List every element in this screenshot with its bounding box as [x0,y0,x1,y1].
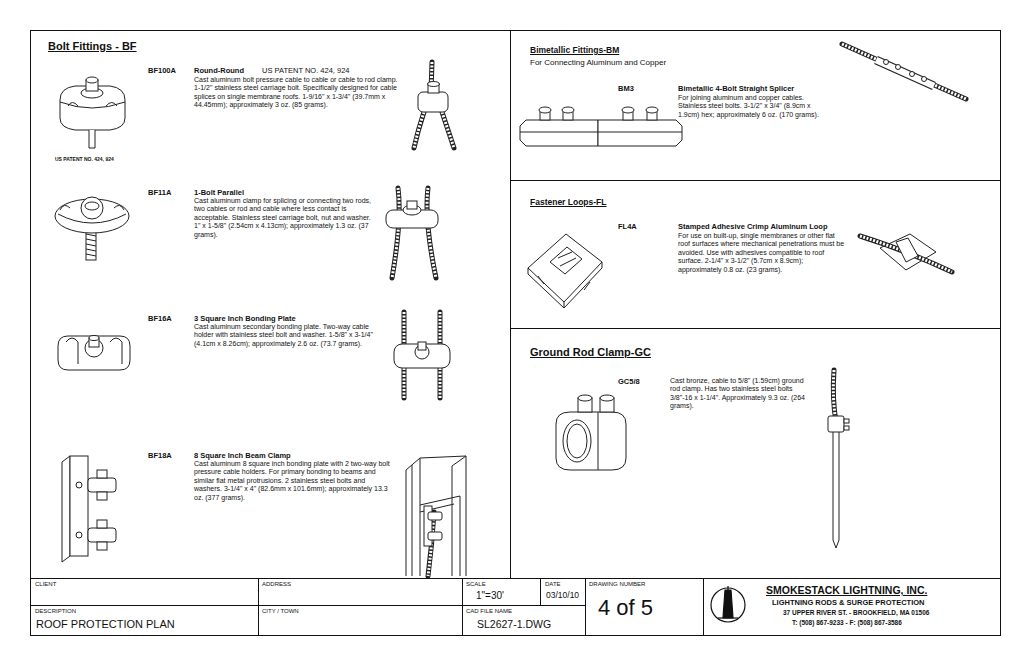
section-heading: Bimetallic Fittings-BM [530,45,619,55]
part-title: 3 Square Inch Bonding Plate [194,314,296,323]
part-number: FL4A [618,222,637,231]
bimetallic-panel: Bimetallic Fittings-BM For Connecting Alu… [510,30,1001,181]
part-title: Bimetallic 4-Bolt Straight Splicer [678,84,794,93]
gc58-clamp [556,395,626,470]
title-block-cell: DESCRIPTION ROOF PROTECTION PLAN [30,605,259,636]
company-phone: T: (508) 867-9233 - F: (508) 867-3586 [792,619,902,627]
scale-value: 1"=30' [476,590,504,602]
i-beam [406,456,466,576]
part-number: GC5/8 [618,377,640,386]
company-address: 37 UPPER RIVER ST. - BROOKFIELD, MA 0150… [783,609,929,617]
field-label: DESCRIPTION [35,608,76,615]
part-title: 8 Square Inch Beam Clamp [194,451,291,460]
bm3-installed [842,44,966,99]
fl4a-installed [860,234,952,272]
part-description: Cast aluminum 8 square inch bonding plat… [194,460,394,502]
sheet-number: 4 of 5 [598,595,653,621]
company-name: SMOKESTACK LIGHTNING, INC. [766,584,927,597]
company-tagline: LIGHTNING RODS & SURGE PROTECTION [772,598,925,607]
part-description: Cast bronze, cable to 5/8" (1.59cm) grou… [670,377,810,411]
bm3-splicer [520,107,682,146]
part-title: Round-Round [194,66,244,75]
title-block-cell: DATE 03/10/10 [540,578,586,606]
company-logo [711,586,745,622]
gc58-installed [828,370,849,548]
title-block-cell: CLIENT [30,578,259,606]
field-label: DRAWING NUMBER [589,581,645,588]
part-description: Cast aluminum bolt pressure cable to cab… [194,76,399,110]
ground-rod-clamp-panel: Ground Rod Clamp-GC GC5/8 Cast bronze, cab… [510,328,1001,579]
field-label: DATE [545,581,561,588]
bf16a-installed [394,312,450,398]
part-number: BF16A [148,314,172,323]
part-description: Cast aluminum secondary bonding plate. T… [194,323,374,348]
patent-note: US PATENT NO. 424, 924 [55,156,114,162]
section-heading: Ground Rod Clamp-GC [530,346,651,359]
title-block-cell: DRAWING NUMBER 4 of 5 [585,578,704,636]
date-value: 03/10/10 [546,590,579,600]
bf18a-installed [424,506,442,576]
field-label: ADDRESS [262,581,291,588]
part-title: 1-Bolt Parallel [194,188,244,197]
field-label: CLIENT [35,581,56,588]
part-number: BF18A [148,451,172,460]
part-description: For joining aluminum and copper cables. … [678,94,833,119]
company-cell: SMOKESTACK LIGHTNING, INC.LIGHTNING RODS… [703,578,1001,636]
bolt-fittings-panel: Bolt Fittings - BF BF100A Round-Round US PA… [30,30,511,579]
field-label: CAD FILE NAME [466,608,512,615]
bf100a-clamp [60,77,125,148]
section-heading: Fastener Loops-FL [530,197,607,207]
part-description: Cast aluminum clamp for splicing or conn… [194,197,374,239]
description-value: ROOF PROTECTION PLAN [36,618,175,631]
title-block-cell: ADDRESS [258,578,463,606]
file-name-value: SL2627-1.DWG [477,618,551,631]
patent-note: US PATENT NO. 424, 924 [262,66,350,75]
fl4a-loop [528,234,602,308]
title-block-cell: CITY / TOWN [258,605,463,636]
part-number: BF100A [148,66,176,75]
bf11a-installed [386,188,438,278]
fastener-loops-panel: Fastener Loops-FL FL4A Stamped Adhesive Cr… [510,180,1001,329]
bf100a-installed [414,62,454,148]
bf11a-clamp [55,197,129,260]
title-block-cell: CAD FILE NAME SL2627-1.DWG [462,605,586,636]
section-subtitle: For Connecting Aluminum and Copper [530,58,666,68]
part-description: For use on built-up, single membranes or… [678,232,846,274]
title-block-cell: SCALE 1"=30' [462,578,541,606]
section-heading: Bolt Fittings - BF [48,40,137,53]
part-number: BF11A [148,188,171,197]
part-number: BM3 [618,84,634,93]
field-label: CITY / TOWN [262,608,299,615]
bf18a-beam-clamp [62,456,116,562]
bf16a-plate [58,336,130,371]
part-title: Stamped Adhesive Crimp Aluminum Loop [678,222,827,231]
field-label: SCALE [466,581,486,588]
